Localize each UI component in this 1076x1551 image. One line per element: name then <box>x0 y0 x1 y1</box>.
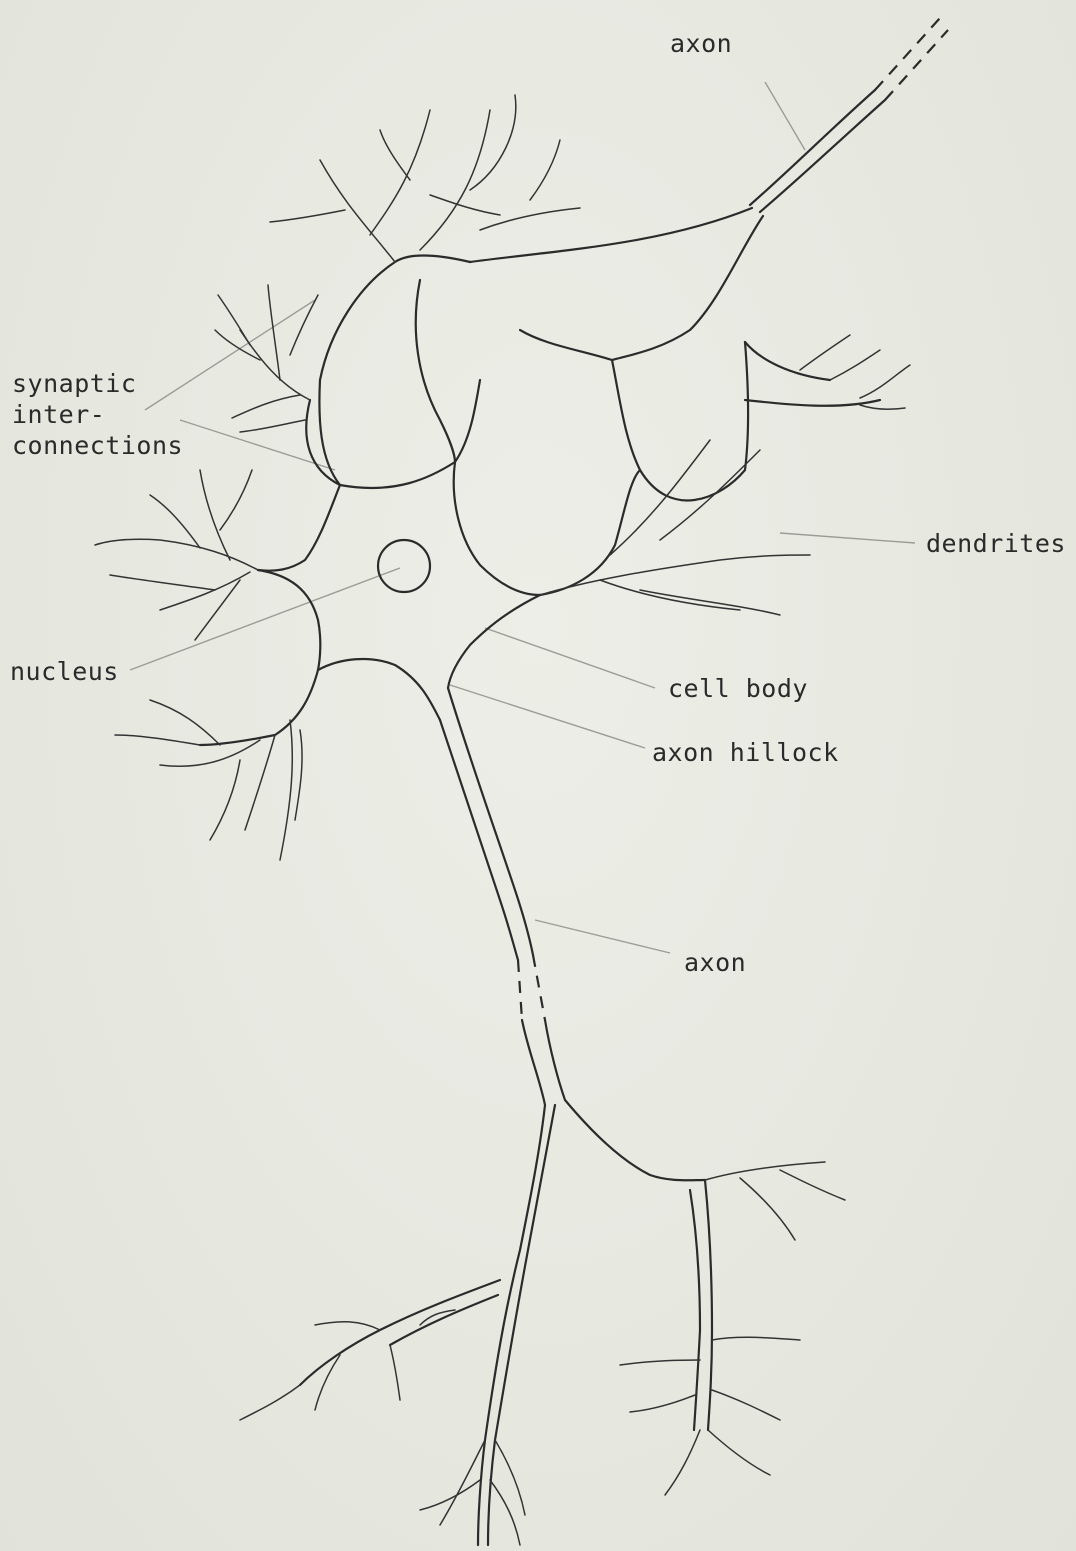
label-axon-top: axon <box>670 28 732 59</box>
label-nucleus: nucleus <box>10 656 119 687</box>
dendrite-tree-right <box>540 335 910 615</box>
label-synaptic-interconnections: synaptic inter- connections <box>12 368 183 461</box>
label-dendrites: dendrites <box>926 528 1066 559</box>
dendrite-tree-upper-left <box>270 95 580 262</box>
leader-axon-bottom <box>535 920 670 953</box>
leader-axon-top <box>765 82 805 150</box>
dendrite-tree-left <box>215 285 318 432</box>
axon-terminal-branches <box>240 1162 845 1545</box>
leader-dendrites <box>780 533 915 543</box>
label-axon-bottom: axon <box>684 947 746 978</box>
nucleus-shape <box>378 540 430 592</box>
dendrite-tree-far-left <box>95 470 258 640</box>
leader-synaptic-2 <box>180 420 335 470</box>
upper-axon <box>750 18 948 212</box>
label-axon-hillock: axon hillock <box>652 737 839 768</box>
leader-cell-body <box>485 628 655 688</box>
main-axon <box>300 688 712 1545</box>
label-cell-body: cell body <box>668 673 808 704</box>
dendrite-tree-lower-left <box>115 700 302 860</box>
leader-axon-hillock <box>450 685 645 748</box>
cell-body <box>200 208 880 745</box>
